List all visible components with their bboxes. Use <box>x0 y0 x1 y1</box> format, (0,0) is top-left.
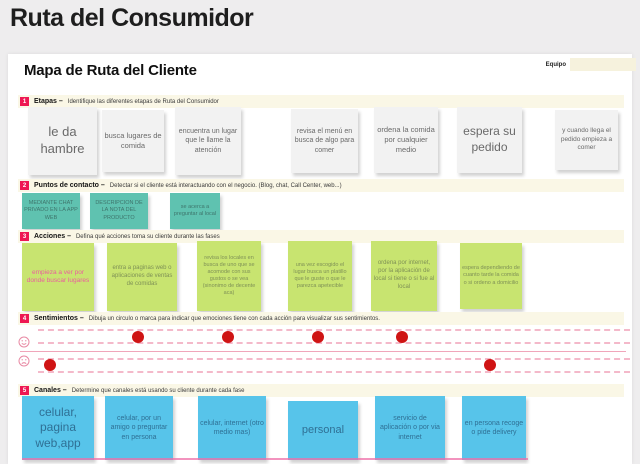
sticky-note[interactable]: celular, por un amigo o preguntar en per… <box>105 396 173 460</box>
sticky-note[interactable]: le da hambre <box>28 107 97 175</box>
sticky-note[interactable]: en persona recoge o pide delivery <box>462 396 526 460</box>
sticky-note[interactable]: celular, internet (otro medio mas) <box>198 396 266 460</box>
sentiment-mark[interactable] <box>44 359 56 371</box>
sentiment-mark[interactable] <box>312 331 324 343</box>
sentiment-guide-line <box>38 342 630 344</box>
section-number-badge: 3 <box>20 232 29 241</box>
section-label: Acciones – <box>34 233 71 240</box>
sentiment-guide-line <box>38 358 630 360</box>
sticky-note[interactable]: DESCRIPCION DE LA NOTA DEL PRODUCTO <box>90 193 148 229</box>
sticky-note[interactable]: ordena por internet, por la aplicación d… <box>371 241 437 311</box>
happy-face-icon <box>18 336 30 348</box>
sticky-note[interactable]: espera dependiendo de cuanto tarde la co… <box>460 243 522 309</box>
sticky-note[interactable]: se acerca a preguntar al local <box>170 193 220 229</box>
section-label: Puntos de contacto – <box>34 182 105 189</box>
team-input[interactable] <box>570 58 636 71</box>
section-header-etapas: 1 Etapas – Identifique las diferentes et… <box>18 95 624 108</box>
section-number-badge: 2 <box>20 181 29 190</box>
team-label: Equipo <box>545 62 566 68</box>
section-header-acciones: 3 Acciones – Defina qué acciones toma su… <box>18 230 624 243</box>
board-heading: Mapa de Ruta del Cliente <box>24 62 197 79</box>
section-description: Detectar si el cliente está interactuand… <box>109 182 342 189</box>
sentiment-mark[interactable] <box>222 331 234 343</box>
sentiment-mark[interactable] <box>132 331 144 343</box>
section-header-canales: 5 Canales – Determine que canales está u… <box>18 384 624 397</box>
sticky-note[interactable]: entra a paginas web o aplicaciones de ve… <box>107 243 177 311</box>
sticky-note[interactable]: servicio de aplicación o por via interne… <box>375 396 445 460</box>
sticky-note[interactable]: MEDIANTE CHAT PRIVADO EN LA APP WEB <box>22 193 80 229</box>
section-label: Etapas – <box>34 98 63 105</box>
section-header-puntos: 2 Puntos de contacto – Detectar si el cl… <box>18 179 624 192</box>
sticky-note[interactable]: busca lugares de comida <box>102 110 164 172</box>
sticky-note[interactable]: una vez escogido el lugar busca un plati… <box>288 241 352 311</box>
section-number-badge: 5 <box>20 386 29 395</box>
sentiment-mark[interactable] <box>484 359 496 371</box>
journey-map-card: Mapa de Ruta del Cliente Equipo 1 Etapas… <box>8 54 636 464</box>
sticky-note[interactable]: ordena la comida por cualquier medio <box>374 107 438 173</box>
sticky-note[interactable]: revisa los locales en busca de uno que s… <box>197 241 261 311</box>
section-description: Dibuja un circulo o marca para indicar q… <box>88 315 380 322</box>
page-title: Ruta del Consumidor <box>10 4 254 32</box>
sentiment-guide-line <box>38 371 630 373</box>
sticky-note[interactable]: empieza a ver por donde buscar lugares <box>22 243 94 311</box>
sticky-note[interactable]: celular, pagina web,app <box>22 396 94 460</box>
section-number-badge: 4 <box>20 314 29 323</box>
sticky-note[interactable]: revisa el menú en busca de algo para com… <box>291 109 358 173</box>
sentiment-mark[interactable] <box>396 331 408 343</box>
section-label: Canales – <box>34 387 67 394</box>
sad-face-icon <box>18 355 30 367</box>
sentiment-guide-line <box>38 329 630 331</box>
sticky-note[interactable]: espera su pedido <box>457 107 522 173</box>
section-header-sentimientos: 4 Sentimientos – Dibuja un circulo o mar… <box>18 312 624 325</box>
sticky-note[interactable]: y cuando llega el pedido empieza a comer <box>555 110 618 170</box>
section-description: Identifique las diferentes etapas de Rut… <box>67 98 219 105</box>
section-label: Sentimientos – <box>34 315 84 322</box>
row-edge-line <box>22 458 528 460</box>
sticky-note[interactable]: encuentra un lugar que le llame la atenc… <box>175 107 241 175</box>
section-description: Defina qué acciones toma su cliente dura… <box>75 233 220 240</box>
section-number-badge: 1 <box>20 97 29 106</box>
section-description: Determine que canales está usando su cli… <box>71 387 245 394</box>
sentiment-divider-line <box>20 351 626 352</box>
sticky-note[interactable]: personal <box>288 401 358 460</box>
